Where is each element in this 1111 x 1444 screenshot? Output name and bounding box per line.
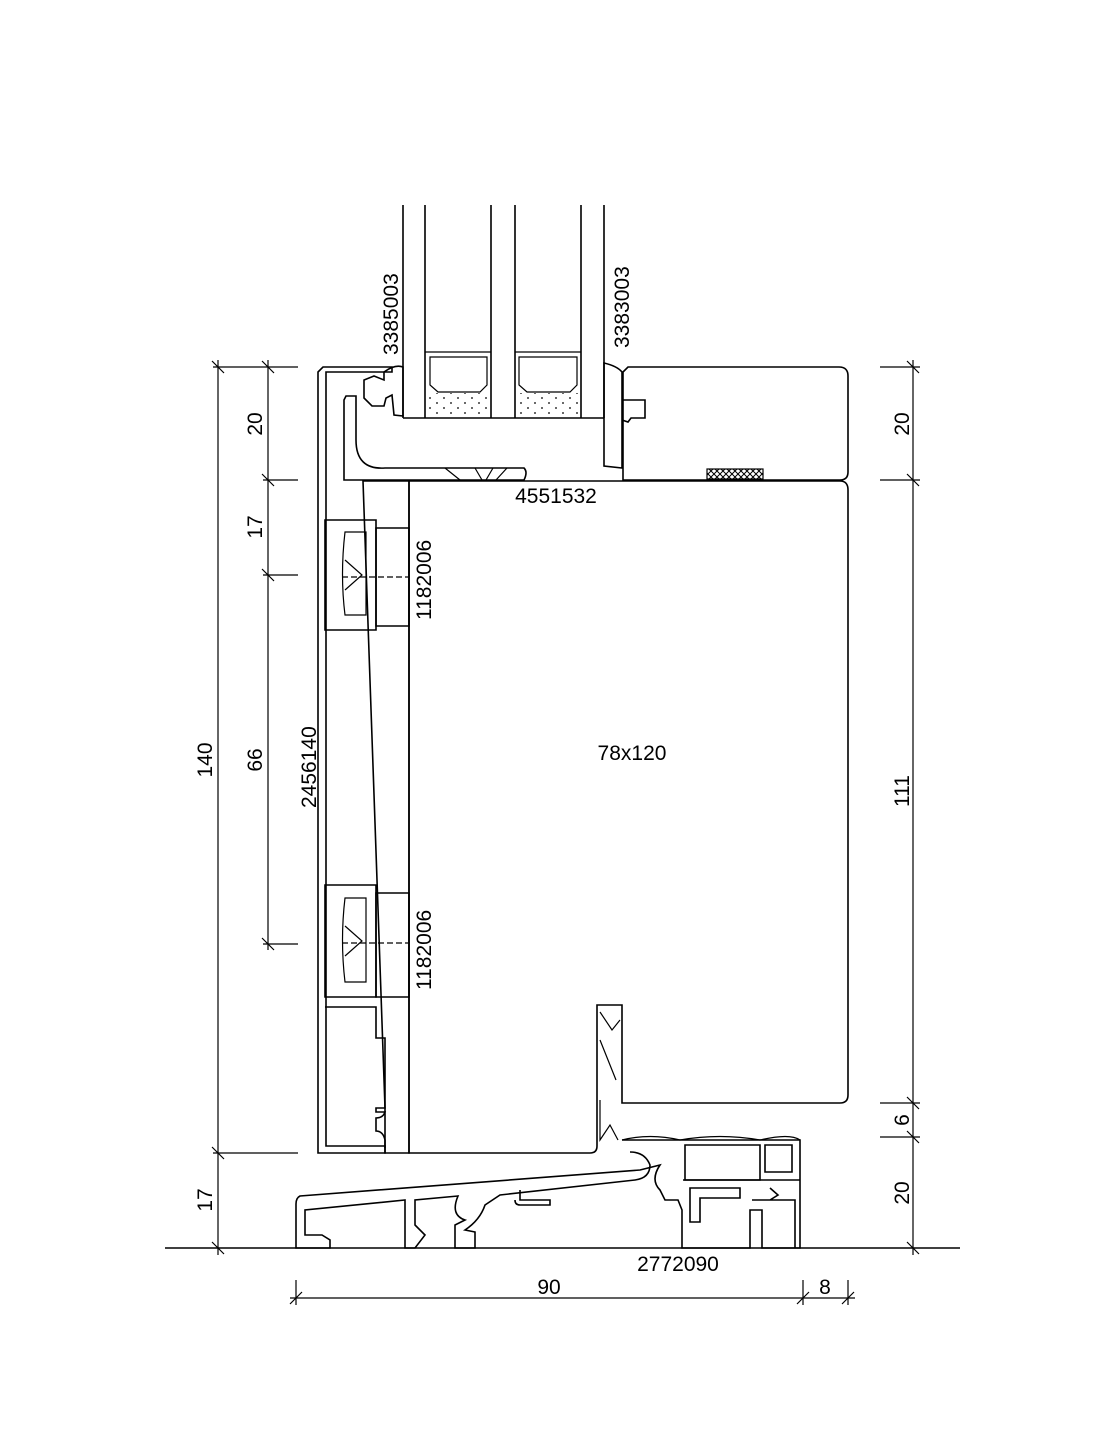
dim-left-inner-top: 20 bbox=[244, 412, 267, 435]
label-glass-gasket-left: 3385003 bbox=[380, 273, 403, 355]
dim-left-outer-bottom: 17 bbox=[194, 1188, 217, 1211]
dim-left-inner-mid: 17 bbox=[244, 515, 267, 538]
timber-section bbox=[408, 480, 849, 1154]
label-connector-lower: 1182006 bbox=[413, 910, 436, 990]
label-glass-gasket-right: 3383003 bbox=[611, 266, 634, 348]
label-top-gasket: 4551532 bbox=[515, 485, 597, 508]
glazing-unit bbox=[402, 205, 605, 419]
dim-left-inner-span: 66 bbox=[244, 748, 267, 771]
label-threshold-profile: 2772090 bbox=[637, 1253, 719, 1276]
frame-profile-left bbox=[317, 366, 410, 1154]
dim-bottom-offset: 8 bbox=[819, 1276, 831, 1299]
threshold-profile bbox=[295, 1135, 801, 1249]
label-connector-upper: 1182006 bbox=[413, 540, 436, 620]
dim-bottom-width: 90 bbox=[537, 1276, 560, 1299]
label-frame-profile: 2456140 bbox=[298, 726, 321, 808]
dim-right-main: 111 bbox=[891, 775, 914, 807]
dim-right-gap: 6 bbox=[891, 1114, 914, 1126]
glass-gaskets bbox=[363, 361, 646, 469]
label-timber-section: 78x120 bbox=[598, 742, 667, 765]
dim-right-top: 20 bbox=[891, 412, 914, 435]
dimension-lines bbox=[211, 360, 920, 1305]
glazing-bead bbox=[343, 366, 849, 481]
dim-right-bottom: 20 bbox=[891, 1181, 914, 1204]
dim-left-outer-total: 140 bbox=[194, 742, 217, 777]
